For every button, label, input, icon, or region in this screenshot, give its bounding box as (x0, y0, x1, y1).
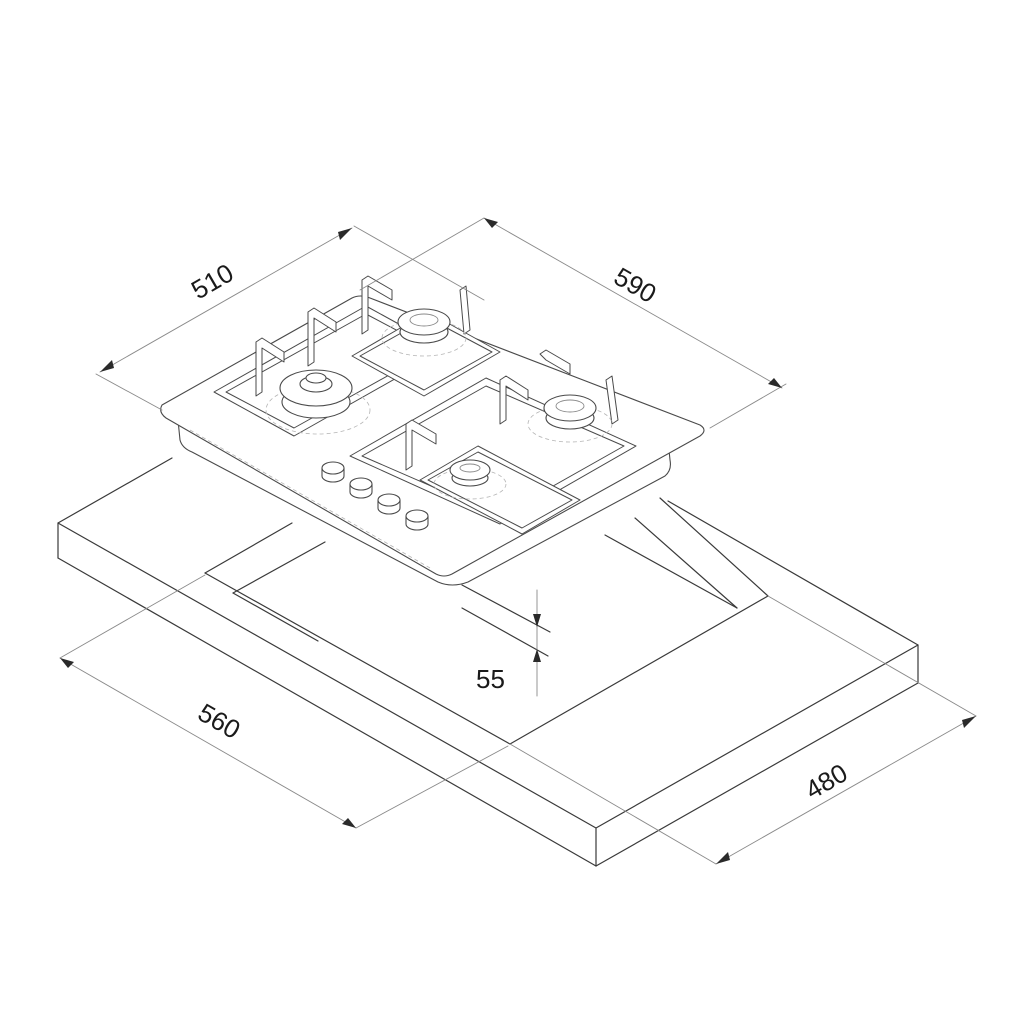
dimension-label-560: 560 (193, 697, 246, 745)
dimension-min-distance: 55 (476, 589, 541, 697)
burner-front (433, 459, 507, 500)
control-knob (377, 493, 401, 515)
control-knob (405, 509, 429, 531)
dimension-cutout-width: 560 (59, 574, 509, 829)
burner-right (527, 394, 613, 443)
dimension-label-480: 480 (800, 758, 853, 806)
dimension-label-590: 590 (609, 261, 662, 309)
dimension-cutout-depth: 480 (509, 595, 977, 865)
gas-hob (160, 275, 705, 586)
burner-wok-left (265, 369, 371, 435)
countertop (57, 457, 919, 867)
burner-rear (381, 308, 467, 357)
dimension-label-510: 510 (186, 258, 239, 306)
countertop-cutout (204, 497, 769, 745)
control-knob (349, 477, 373, 499)
control-knob (321, 461, 345, 483)
control-knobs (321, 461, 429, 531)
dimension-label-55: 55 (476, 664, 505, 694)
